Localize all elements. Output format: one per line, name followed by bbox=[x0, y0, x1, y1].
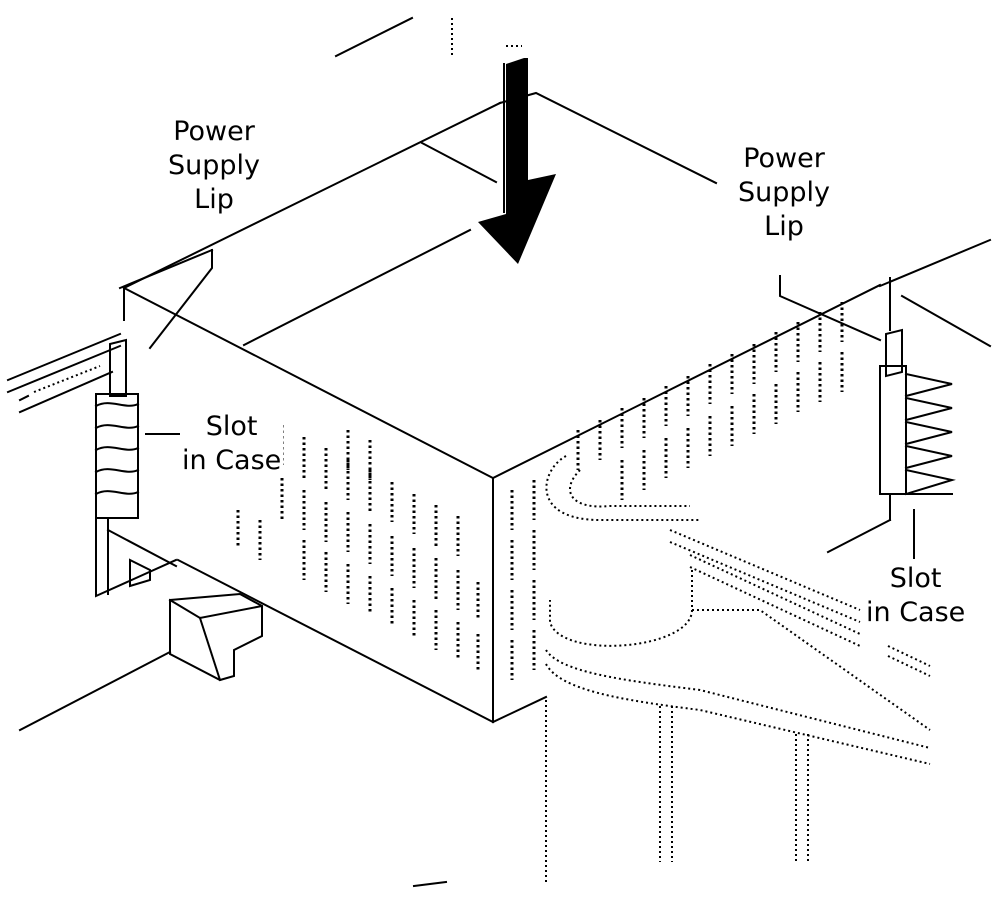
label-line: Slot bbox=[205, 411, 258, 442]
label-line: Power bbox=[173, 116, 255, 147]
chassis-outline-dotted bbox=[545, 455, 931, 882]
label-line: Lip bbox=[194, 184, 234, 215]
label-line: Slot bbox=[889, 563, 942, 594]
down-arrow-icon bbox=[478, 58, 556, 264]
label-line: in Case bbox=[182, 445, 282, 476]
power-supply-box bbox=[122, 91, 882, 724]
label-line: Power bbox=[743, 143, 825, 174]
label-line: Lip bbox=[764, 211, 804, 242]
left-slot-bracket bbox=[18, 338, 264, 732]
bottom-mark bbox=[412, 880, 448, 888]
case-rails-left bbox=[6, 248, 214, 414]
right-power-supply-lip-label: Power Supply Lip bbox=[736, 142, 833, 244]
right-slot-bracket bbox=[779, 238, 992, 559]
label-line: in Case bbox=[866, 597, 966, 628]
right-slot-in-case-label: Slot in Case bbox=[864, 562, 968, 630]
label-line: Supply bbox=[738, 177, 831, 208]
label-line: Supply bbox=[168, 150, 261, 181]
top-marks bbox=[334, 16, 522, 58]
left-slot-in-case-label: Slot in Case bbox=[180, 410, 284, 478]
left-power-supply-lip-label: Power Supply Lip bbox=[166, 115, 263, 217]
